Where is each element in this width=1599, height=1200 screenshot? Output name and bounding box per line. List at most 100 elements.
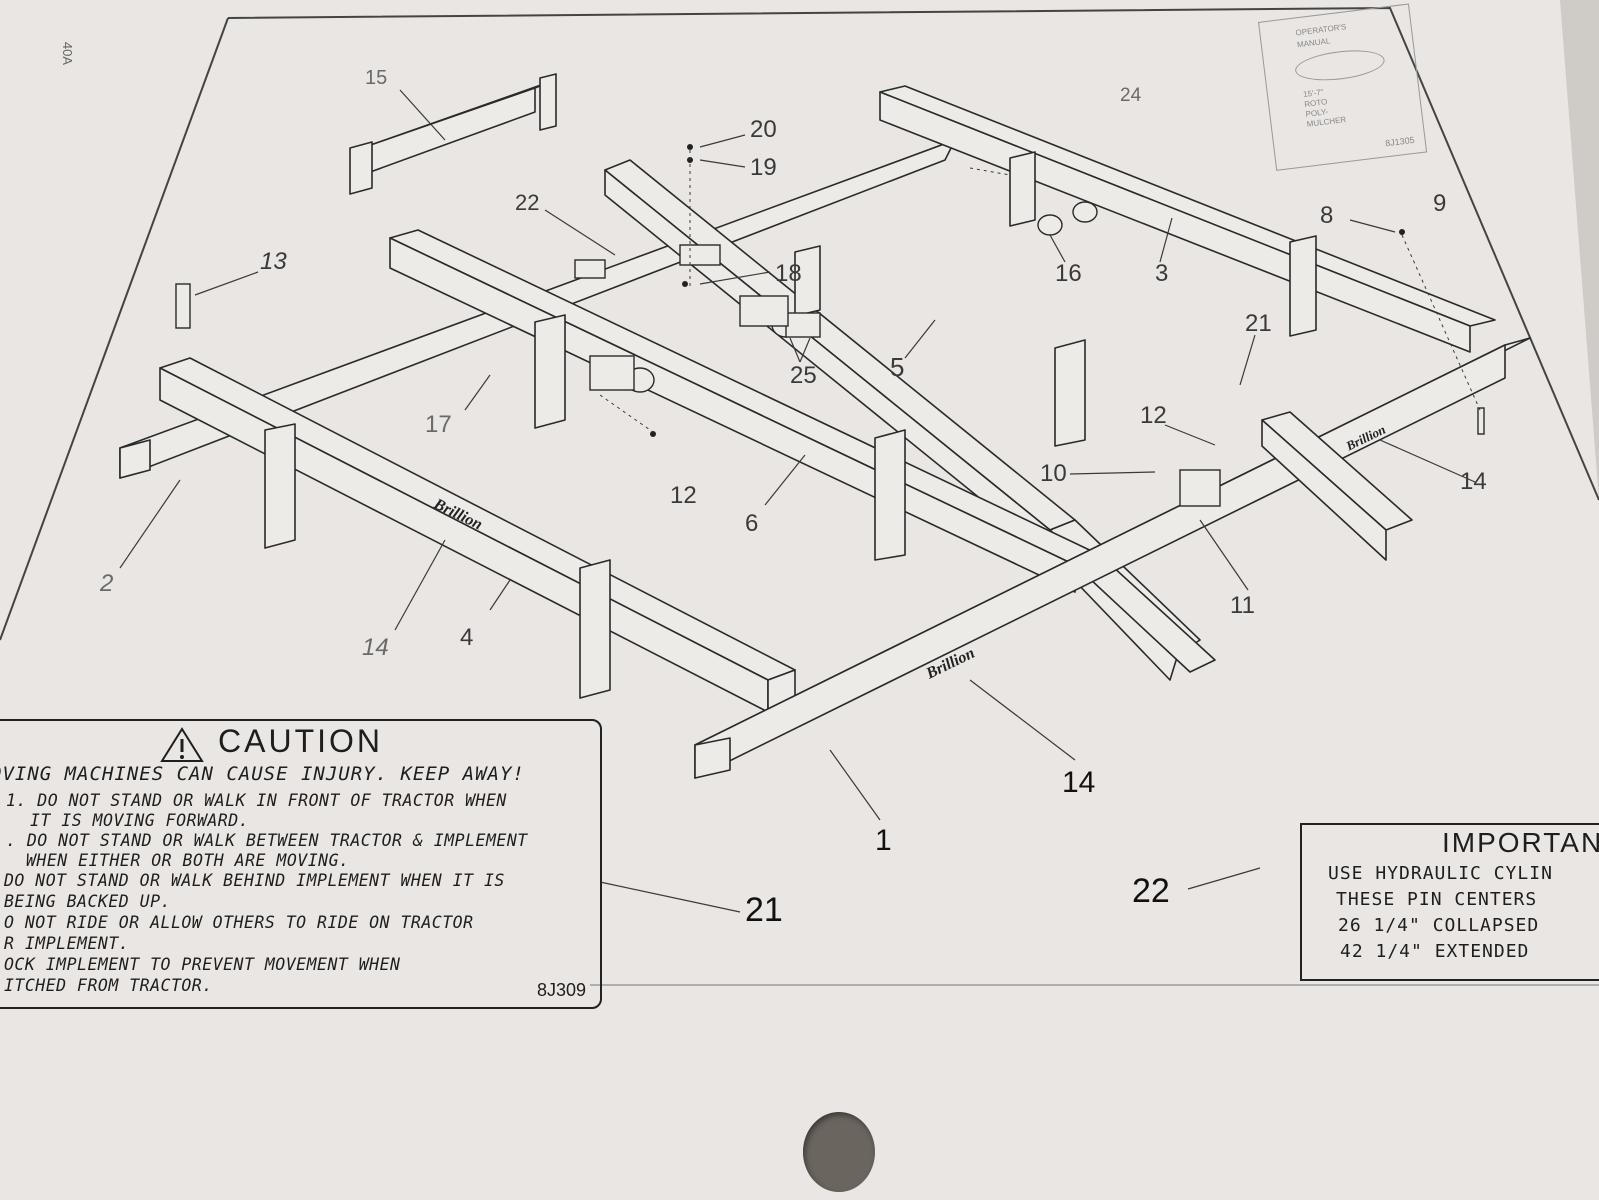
- leader-10: [1069, 471, 1156, 475]
- leader-18: [699, 271, 771, 285]
- part-16a: [1037, 214, 1063, 236]
- callout-11: 11: [1230, 592, 1255, 619]
- leader-21b: [599, 881, 741, 913]
- callout-15: 15: [365, 67, 388, 89]
- upright-beam-15b: [539, 73, 557, 131]
- clip-22: [574, 259, 606, 279]
- leader-14c: [969, 679, 1076, 761]
- callout-13: 13: [260, 248, 287, 275]
- callout-14-a: 14: [362, 634, 389, 661]
- leader-8: [1349, 219, 1396, 233]
- leader-25b: [799, 337, 811, 363]
- beam-1-end: [694, 737, 731, 779]
- drawing-border-left: [0, 17, 229, 641]
- beam-14-right-face: [1261, 419, 1387, 561]
- leader-20: [699, 134, 746, 148]
- leader-22a: [544, 209, 616, 256]
- callout-12-a: 12: [670, 482, 697, 509]
- callout-24: 24: [1120, 85, 1142, 106]
- callout-21-b: 21: [745, 891, 783, 929]
- hardware-20: [687, 144, 693, 150]
- callout-22-b: 22: [1132, 872, 1170, 910]
- leader-19: [699, 159, 746, 168]
- hardware-12: [650, 431, 656, 437]
- binder-hole: [803, 1112, 875, 1192]
- upright-beam-4a: [264, 423, 296, 549]
- leader-11: [1199, 519, 1249, 591]
- bracket-25: [739, 295, 789, 327]
- callout-19: 19: [750, 154, 777, 181]
- upright-beam-3a: [1009, 151, 1036, 227]
- leader-1: [829, 749, 881, 821]
- leader-3: [1159, 217, 1173, 263]
- caution-line: O NOT RIDE OR ALLOW OTHERS TO RIDE ON TR…: [4, 913, 474, 932]
- part-16b: [1072, 201, 1098, 223]
- caution-title: CAUTION: [218, 723, 383, 759]
- upright-beam-6a: [534, 314, 566, 429]
- callout-17: 17: [425, 411, 452, 438]
- important-line: THESE PIN CENTERS: [1336, 889, 1538, 910]
- callout-10: 10: [1040, 460, 1067, 487]
- callout-5: 5: [890, 352, 905, 382]
- upright-beam-3b: [1289, 235, 1317, 337]
- callout-25: 25: [790, 362, 817, 389]
- callout-20: 20: [750, 116, 777, 143]
- upright-beam-5a: [794, 245, 821, 317]
- leader-21a: [1239, 334, 1256, 386]
- hardware-18: [682, 281, 688, 287]
- spring-13: [175, 283, 191, 329]
- callout-4: 4: [460, 624, 474, 651]
- hardware-9: [1399, 229, 1405, 235]
- caution-line: DO NOT STAND OR WALK BEHIND IMPLEMENT WH…: [4, 871, 505, 890]
- callout-6: 6: [745, 510, 759, 537]
- caution-decal: CAUTION OVING MACHINES CAN CAUSE INJURY.…: [0, 719, 602, 1009]
- important-line: USE HYDRAULIC CYLIN: [1328, 863, 1553, 884]
- drawing-border: [227, 6, 1599, 501]
- pin-25-b: [785, 312, 821, 338]
- callout-22-a: 22: [515, 190, 540, 215]
- leader-15: [399, 89, 446, 141]
- beam-2-end: [119, 439, 151, 479]
- caution-line: OCK IMPLEMENT TO PREVENT MOVEMENT WHEN: [4, 955, 401, 974]
- bracket-11: [1179, 469, 1221, 507]
- caution-lead: OVING MACHINES CAN CAUSE INJURY. KEEP AW…: [0, 763, 525, 785]
- important-title: IMPORTANT: [1442, 827, 1599, 858]
- caution-line: . DO NOT STAND OR WALK BETWEEN TRACTOR &…: [6, 831, 528, 850]
- leader-6: [764, 454, 806, 506]
- caution-line: IT IS MOVING FORWARD.: [30, 811, 250, 830]
- caution-line: WHEN EITHER OR BOTH ARE MOVING.: [26, 851, 350, 870]
- upright-beam-6b: [874, 429, 906, 561]
- leader-17: [464, 374, 491, 411]
- callout-3: 3: [1155, 260, 1169, 287]
- upright-beam-5b: [1054, 339, 1086, 447]
- upright-beam-4b: [579, 559, 611, 699]
- important-decal: IMPORTANT USE HYDRAULIC CYLIN THESE PIN …: [1300, 823, 1599, 981]
- caution-line: ITCHED FROM TRACTOR.: [4, 976, 213, 995]
- callout-8: 8: [1320, 202, 1334, 229]
- callout-18: 18: [775, 260, 802, 287]
- important-line: 42 1/4" EXTENDED: [1340, 941, 1530, 962]
- callout-12-b: 12: [1140, 402, 1167, 429]
- leader-12b: [1164, 424, 1216, 446]
- leader-4: [489, 579, 511, 611]
- callout-2: 2: [100, 570, 114, 597]
- callout-9: 9: [1433, 190, 1447, 217]
- leader-14b: [1379, 439, 1476, 483]
- leader-14a: [394, 539, 446, 631]
- manual-cover-line: MANUAL: [1296, 36, 1331, 50]
- manual-cover-line: OPERATOR'S: [1295, 22, 1347, 38]
- upright-beam-15: [349, 141, 373, 195]
- leader-16: [1049, 234, 1066, 263]
- callout-14-b: 14: [1460, 468, 1487, 495]
- leader-13: [194, 271, 259, 296]
- caution-decal-code: 8J309: [536, 980, 586, 1000]
- caution-line: 1. DO NOT STAND OR WALK IN FRONT OF TRAC…: [6, 791, 507, 810]
- clip-18: [679, 244, 721, 266]
- bracket-12: [589, 355, 635, 391]
- leader-2: [119, 479, 181, 569]
- manual-cover-illustration: OPERATOR'S MANUAL 15'-7" ROTO POLY- MULC…: [1258, 3, 1428, 171]
- manual-cover-code: 8J1305: [1384, 134, 1416, 149]
- callout-21-a: 21: [1245, 310, 1272, 337]
